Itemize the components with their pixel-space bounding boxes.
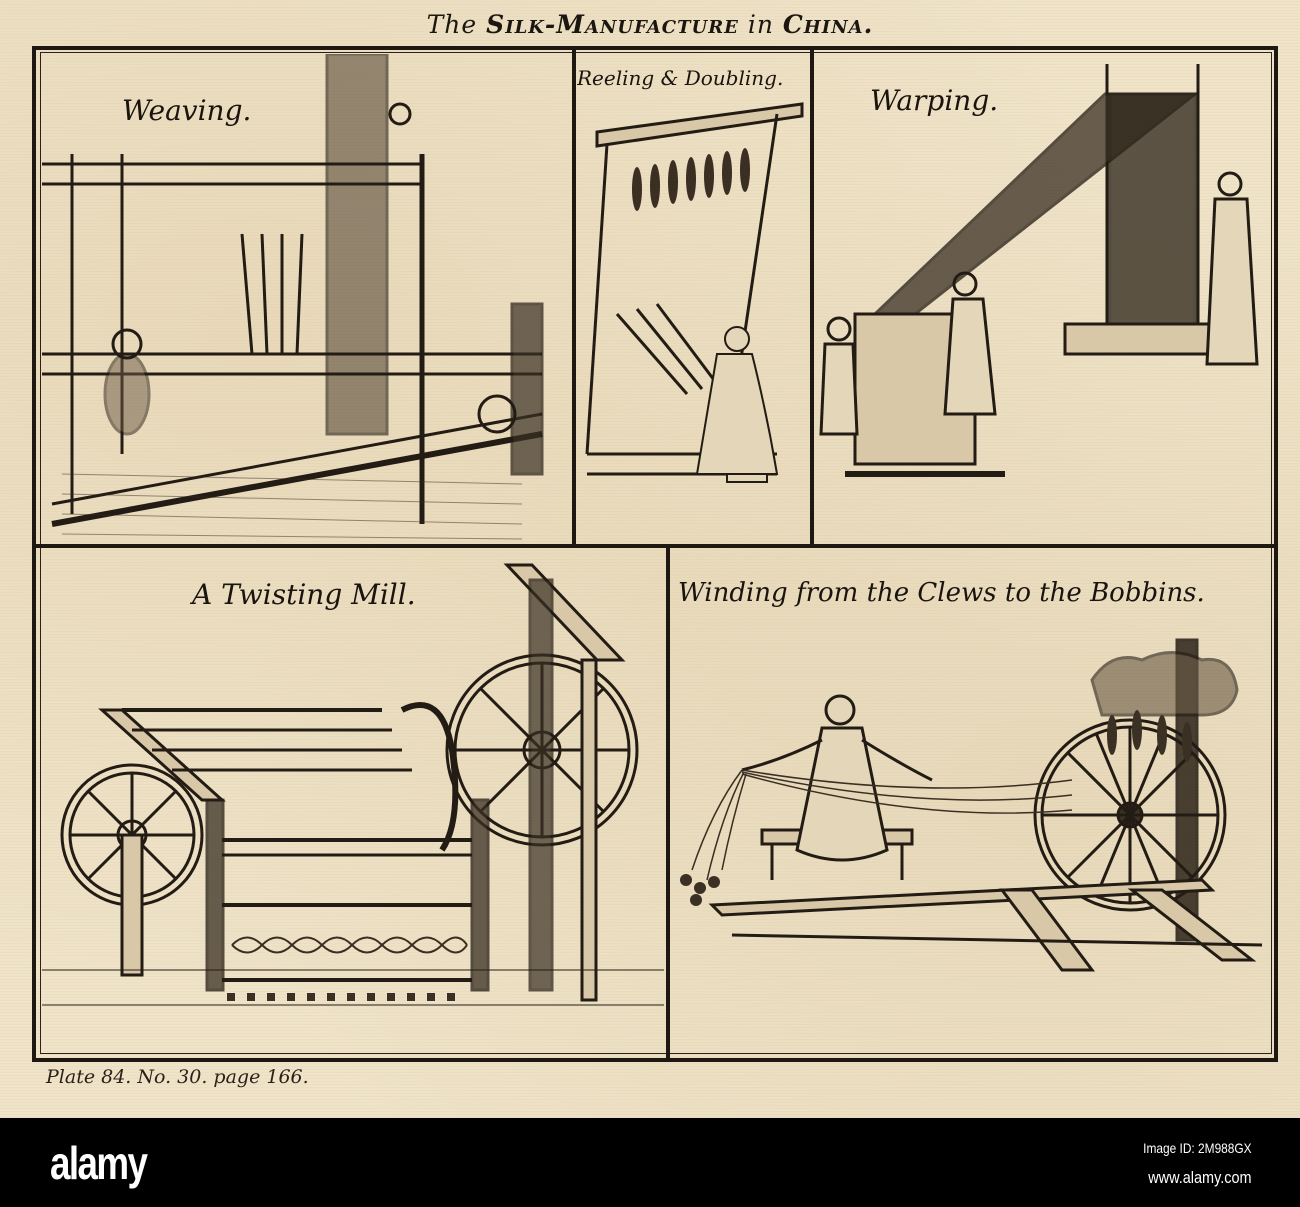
winding-wheel-illustration [680,638,1263,972]
plate-reference: Plate 84. No. 30. page 166. [46,1066,309,1088]
image-id-label: Image ID: 2M988GX [1143,1140,1252,1156]
divider-weaving-reeling [572,48,576,546]
caption-warping: Warping. [870,84,999,117]
website-link[interactable]: www.alamy.com [1148,1168,1252,1187]
plate-frame [32,46,1278,1062]
reeling-frame-illustration [585,102,804,483]
warping-frame-illustration [819,64,1259,477]
caption-winding: Winding from the Clews to the Bobbins. [678,578,1205,608]
paper-background: The Silk-Manufacture in China. Weaving. [0,0,1300,1118]
plate-title: The Silk-Manufacture in China. [0,10,1300,39]
caption-weaving: Weaving. [122,94,252,127]
panel-reeling-doubling: Reeling & Doubling. [577,54,809,542]
caption-reeling: Reeling & Doubling. [577,66,784,90]
title-main: Silk-Manufacture [486,10,739,39]
divider-twisting-winding [666,546,670,1060]
twisting-mill-illustration [42,563,664,1006]
divider-reeling-warping [810,48,814,546]
watermark-banner: alamy Image ID: 2M988GX www.alamy.com [0,1118,1300,1207]
horizontal-divider [34,544,1276,548]
title-end: China. [782,10,874,39]
alamy-logo: alamy [50,1137,148,1189]
panel-weaving: Weaving. [42,54,570,542]
panel-warping: Warping. [815,54,1271,542]
panel-twisting-mill: A Twisting Mill. [42,550,664,1052]
title-mid: in [747,10,774,39]
title-prefix: The [426,10,478,39]
panel-winding: Winding from the Clews to the Bobbins. [672,550,1270,1052]
plate-frame-inner [40,52,1272,1054]
caption-twisting-mill: A Twisting Mill. [192,578,416,611]
loom-illustration [42,54,544,540]
